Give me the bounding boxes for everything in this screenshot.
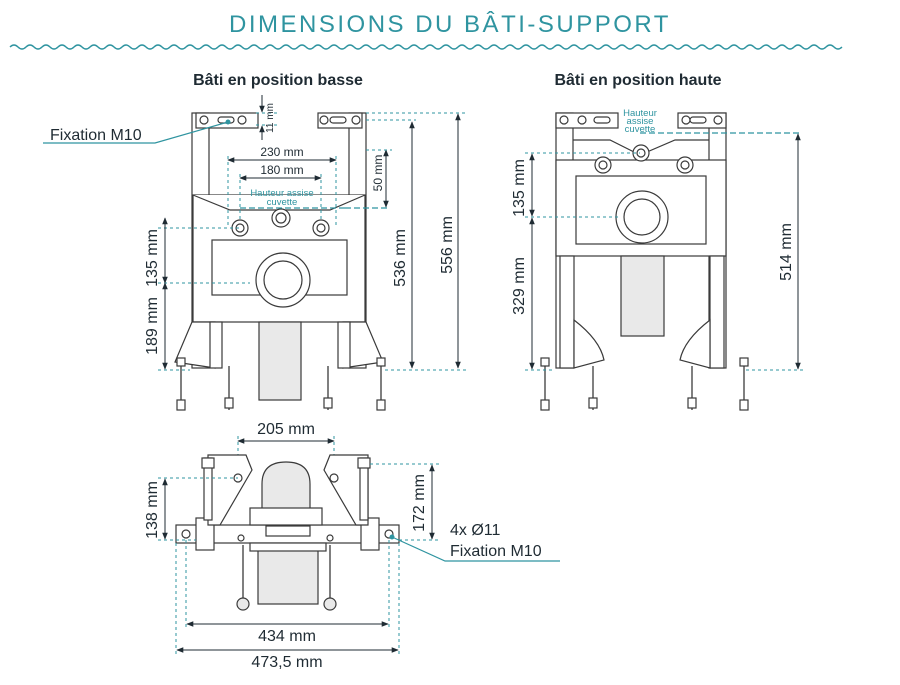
low-drain-pipe: [258, 321, 302, 401]
top-dim-138: 138 mm: [144, 481, 161, 539]
high-drain-pipe: [620, 255, 665, 337]
view-low-heading: Bâti en position basse: [193, 72, 363, 89]
page-title: DIMENSIONS DU BÂTI-SUPPORT: [229, 11, 671, 38]
top-dim-172: 172 mm: [411, 474, 428, 532]
low-dim-180: 180 mm: [260, 163, 303, 177]
wavy-divider: [9, 44, 843, 50]
low-dim-189: 189 mm: [144, 297, 161, 355]
top-outlet: [261, 461, 311, 511]
low-fixation-label: Fixation M10: [50, 127, 142, 144]
top-dim-434: 434 mm: [258, 628, 316, 645]
high-hauteur-line3: cuvette: [625, 124, 656, 135]
view-low-position: Bâti en position basse Fixati: [43, 72, 466, 411]
low-dim-11: 11 mm: [265, 103, 276, 133]
low-dim-536: 536 mm: [392, 229, 409, 287]
view-top: 205 mm 138 mm: [144, 421, 560, 671]
top-holes-label: 4x Ø11: [450, 522, 501, 539]
high-dim-329: 329 mm: [511, 257, 528, 315]
high-hauteur-line1: Hauteur: [623, 108, 657, 119]
low-dim-50: 50 mm: [371, 155, 385, 192]
top-fixation-label: Fixation M10: [450, 543, 542, 560]
low-hauteur-line1: Hauteur assise: [250, 188, 313, 199]
top-dim-205: 205 mm: [257, 421, 315, 438]
low-dim-135: 135 mm: [144, 229, 161, 287]
top-dim-4735: 473,5 mm: [251, 654, 322, 671]
view-high-heading: Bâti en position haute: [554, 72, 721, 89]
low-dim-230: 230 mm: [260, 145, 303, 159]
low-hauteur-line2: cuvette: [267, 197, 298, 208]
high-dim-135: 135 mm: [511, 159, 528, 217]
high-dim-514: 514 mm: [778, 223, 795, 281]
low-dim-556: 556 mm: [439, 216, 456, 274]
view-high-position: Bâti en position haute Hauteur assise cu…: [511, 72, 806, 411]
top-drain-pipe: [257, 547, 319, 605]
high-hauteur-line2: assise: [627, 116, 654, 127]
